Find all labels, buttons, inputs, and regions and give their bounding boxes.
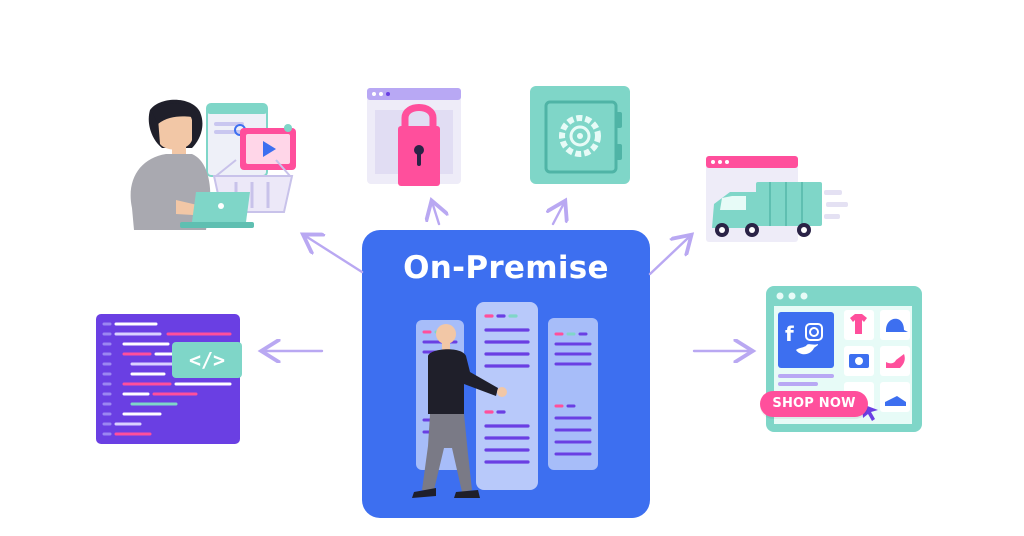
code-editor-icon: </> bbox=[96, 314, 242, 444]
vault-safe-icon bbox=[530, 86, 630, 184]
on-premise-title: On-Premise bbox=[403, 250, 609, 286]
shop-now-button[interactable]: SHOP NOW bbox=[760, 391, 868, 417]
user-with-laptop-icon bbox=[130, 99, 296, 230]
arrows bbox=[266, 205, 748, 351]
arrow-to-truck bbox=[648, 238, 688, 276]
engineer-figure bbox=[412, 324, 507, 498]
arrow-to-user bbox=[307, 237, 364, 274]
delivery-truck-icon bbox=[706, 156, 848, 242]
svg-text:</>: </> bbox=[189, 348, 225, 372]
svg-text:f: f bbox=[785, 322, 794, 346]
security-lock-icon bbox=[367, 88, 461, 186]
server-racks-icon bbox=[412, 302, 598, 498]
arrow-to-vault bbox=[553, 205, 563, 226]
arrow-to-lock bbox=[433, 205, 439, 226]
